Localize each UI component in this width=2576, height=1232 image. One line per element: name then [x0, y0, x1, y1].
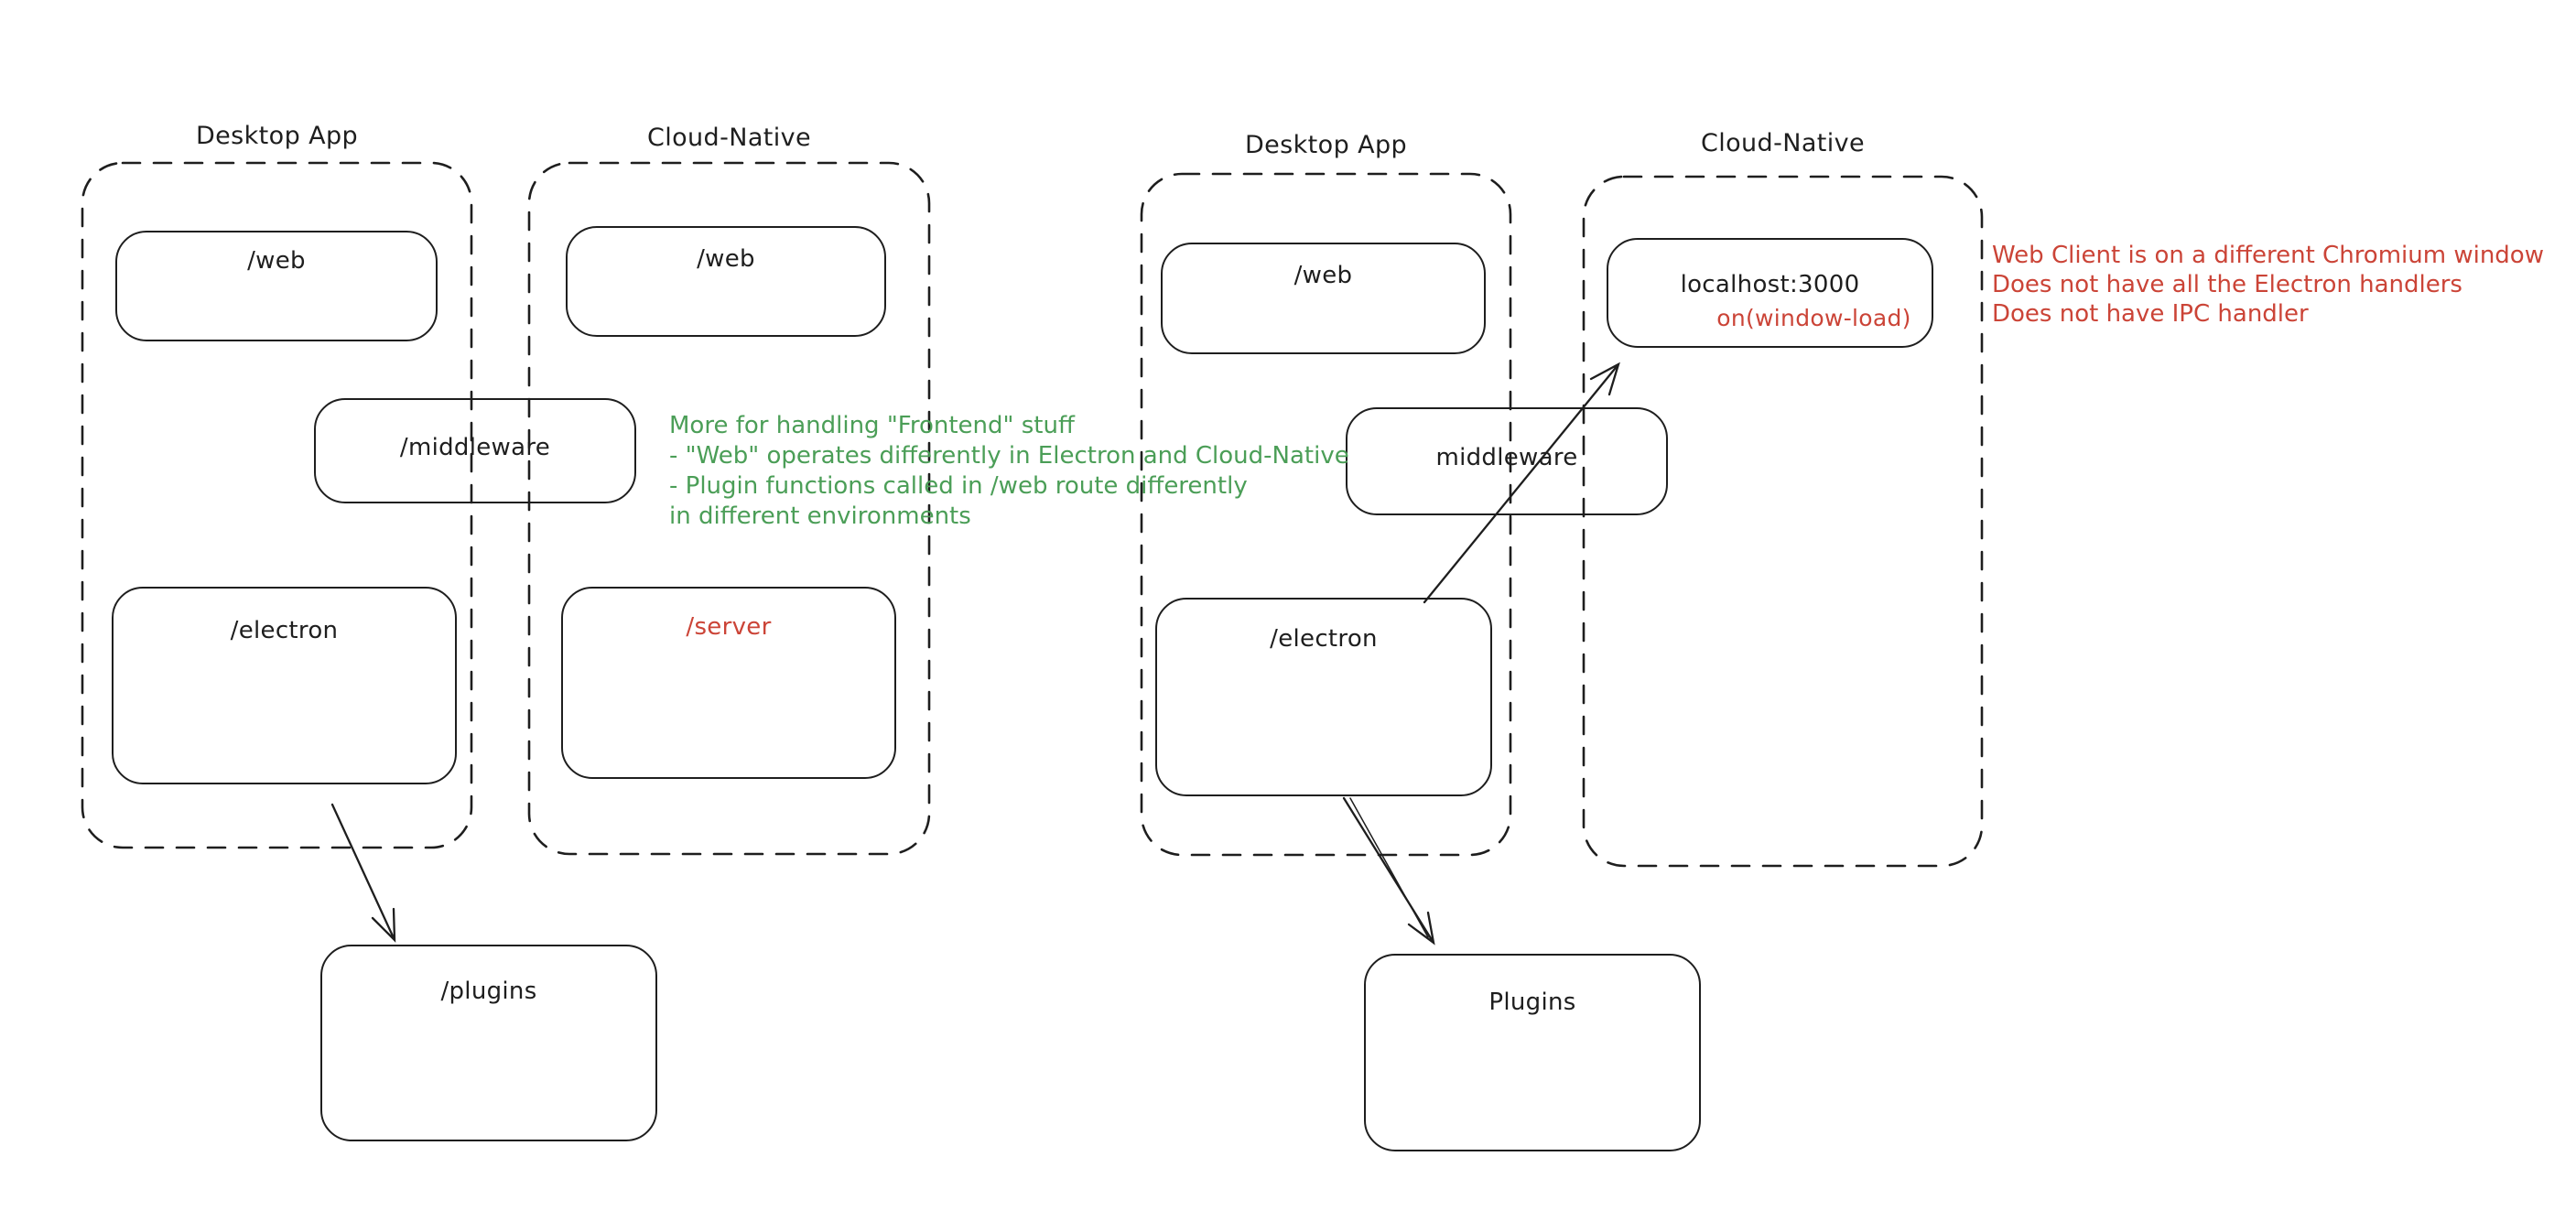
node-electron-left: /electron	[112, 587, 457, 784]
node-localhost-right: localhost:3000 on(window-load)	[1607, 238, 1933, 348]
green-note-line-4: in different environments	[669, 503, 971, 530]
node-server-cloud-left-label: /server	[686, 613, 772, 641]
group-outline-cloud-right	[1582, 175, 1984, 868]
node-web-desktop-right-label: /web	[1293, 262, 1353, 289]
node-localhost-right-label: localhost:3000	[1680, 270, 1860, 298]
node-middleware-right-label: middleware	[1435, 444, 1578, 471]
node-server-cloud-left: /server	[561, 587, 896, 779]
node-electron-right: /electron	[1155, 598, 1492, 796]
arrow-electron-right-to-localhost	[1423, 362, 1620, 604]
group-outline-desktop-right	[1140, 172, 1512, 857]
node-web-desktop-right: /web	[1161, 243, 1486, 354]
node-web-desktop-left: /web	[115, 231, 438, 341]
group-label-desktop-right: Desktop App	[1244, 131, 1408, 159]
node-web-cloud-left-label: /web	[697, 245, 755, 273]
arrow-electron-left-to-plugins	[330, 803, 396, 943]
node-localhost-window-load-label: on(window-load)	[1716, 304, 1911, 331]
group-outline-cloud-left	[527, 161, 931, 856]
node-middleware-right: middleware	[1346, 407, 1668, 515]
green-note-line-1: More for handling "Frontend" stuff	[669, 412, 1075, 439]
node-electron-left-label: /electron	[230, 617, 339, 644]
node-plugins-right-label: Plugins	[1488, 989, 1576, 1016]
green-note-line-3: - Plugin functions called in /web route …	[669, 472, 1248, 500]
node-middleware-left: /middleware	[314, 398, 636, 503]
node-plugins-left-label: /plugins	[440, 978, 537, 1005]
group-label-cloud-left: Cloud-Native	[646, 124, 812, 152]
node-plugins-right: Plugins	[1364, 954, 1701, 1151]
red-note-line-1: Web Client is on a different Chromium wi…	[1992, 242, 2544, 269]
green-note: More for handling "Frontend" stuff - "We…	[669, 411, 1349, 532]
node-electron-right-label: /electron	[1270, 625, 1378, 653]
green-note-line-2: - "Web" operates differently in Electron…	[669, 442, 1349, 470]
node-plugins-left: /plugins	[320, 945, 657, 1141]
red-note-line-3: Does not have IPC handler	[1992, 300, 2309, 328]
group-outline-desktop-left	[81, 161, 473, 849]
arrow-electron-right-to-plugins-doublestroke	[1349, 797, 1429, 938]
node-web-desktop-left-label: /web	[247, 247, 306, 275]
red-note-line-2: Does not have all the Electron handlers	[1992, 271, 2462, 298]
red-note: Web Client is on a different Chromium wi…	[1992, 241, 2544, 329]
group-label-cloud-right: Cloud-Native	[1700, 129, 1866, 157]
node-web-cloud-left: /web	[566, 226, 886, 337]
node-middleware-left-label: /middleware	[399, 434, 551, 461]
arrow-electron-right-to-plugins	[1342, 796, 1435, 946]
group-label-desktop-left: Desktop App	[195, 122, 359, 150]
